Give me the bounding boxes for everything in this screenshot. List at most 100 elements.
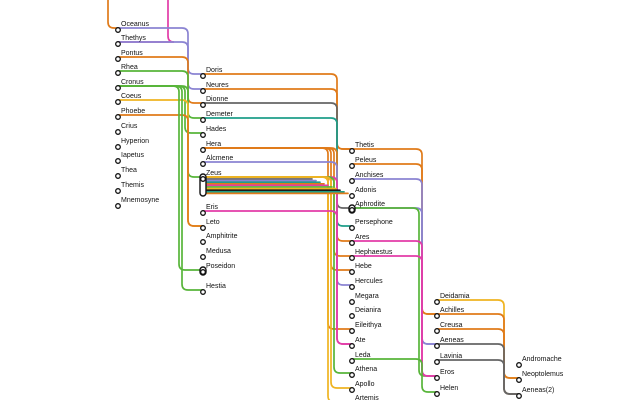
- node-athena[interactable]: Athena: [349, 366, 378, 378]
- node-label: Eris: [206, 204, 219, 211]
- node-lavinia[interactable]: Lavinia: [434, 353, 463, 365]
- node-thetis[interactable]: Thetis: [349, 142, 375, 154]
- node-label: Iapetus: [121, 152, 144, 159]
- node-hebe[interactable]: Hebe: [349, 263, 372, 275]
- node-ares[interactable]: Ares: [349, 234, 370, 246]
- node-marker: [115, 99, 121, 105]
- node-deidamia[interactable]: Deidamia: [434, 293, 470, 305]
- node-thethys[interactable]: Thethys: [115, 35, 147, 47]
- node-artemis[interactable]: Artemis: [350, 395, 380, 400]
- node-label: Oceanus: [121, 21, 150, 28]
- node-anchises[interactable]: Anchises: [349, 172, 384, 184]
- node-demeter[interactable]: Demeter: [200, 111, 234, 123]
- node-label: Anchises: [355, 172, 384, 179]
- node-marker: [516, 362, 522, 368]
- node-marker: [434, 391, 440, 397]
- node-marker: [200, 117, 206, 123]
- node-amphitrite[interactable]: Amphitrite: [200, 233, 238, 245]
- node-hades[interactable]: Hades: [200, 126, 227, 138]
- node-rhea[interactable]: Rhea: [115, 64, 138, 76]
- node-hera[interactable]: Hera: [200, 141, 222, 153]
- node-deianira[interactable]: Deianira: [349, 307, 381, 319]
- node-eris[interactable]: Eris: [200, 204, 219, 216]
- node-neures[interactable]: Neures: [200, 82, 229, 94]
- node-marker: [349, 225, 355, 231]
- links-layer: [107, 0, 520, 400]
- node-label: Crius: [121, 123, 138, 130]
- node-marker: [349, 148, 355, 154]
- node-label: Dionne: [206, 96, 228, 103]
- node-label: Adonis: [355, 187, 377, 194]
- node-label: Themis: [121, 182, 144, 189]
- node-label: Leto: [206, 219, 220, 226]
- node-label: Amphitrite: [206, 233, 238, 240]
- node-poseidon[interactable]: Poseidon: [200, 263, 236, 275]
- node-label: Artemis: [355, 395, 379, 400]
- node-pontus[interactable]: Pontus: [115, 50, 144, 62]
- node-coeus[interactable]: Coeus: [115, 93, 142, 105]
- node-hestia[interactable]: Hestia: [200, 283, 226, 295]
- node-marker: [434, 299, 440, 305]
- node-label: Rhea: [121, 64, 138, 71]
- node-eileithya[interactable]: Eileithya: [349, 322, 382, 334]
- node-aphrodite[interactable]: Aphrodite: [349, 201, 385, 213]
- node-marker: [200, 239, 206, 245]
- node-leda[interactable]: Leda: [349, 352, 371, 364]
- node-adonis[interactable]: Adonis: [349, 187, 377, 199]
- node-marker: [200, 269, 206, 275]
- node-oceanus[interactable]: Oceanus: [115, 21, 150, 33]
- node-label: Demeter: [206, 111, 234, 118]
- node-label: Eileithya: [355, 322, 382, 329]
- node-label: Cronus: [121, 79, 144, 86]
- node-iapetus[interactable]: Iapetus: [115, 152, 145, 164]
- node-medusa[interactable]: Medusa: [200, 248, 231, 260]
- node-alcmene[interactable]: Alcmene: [200, 155, 234, 167]
- node-hephaestus[interactable]: Hephaestus: [349, 249, 393, 261]
- node-eros[interactable]: Eros: [434, 369, 455, 381]
- node-marker: [115, 129, 121, 135]
- node-marker: [115, 173, 121, 179]
- node-leto[interactable]: Leto: [200, 219, 220, 231]
- node-doris[interactable]: Doris: [200, 67, 223, 79]
- node-hercules[interactable]: Hercules: [349, 278, 383, 290]
- node-label: Peleus: [355, 157, 377, 164]
- node-peleus[interactable]: Peleus: [349, 157, 377, 169]
- node-zeus[interactable]: Zeus: [200, 170, 222, 182]
- node-phoebe[interactable]: Phoebe: [115, 108, 146, 120]
- node-marker: [115, 188, 121, 194]
- node-persephone[interactable]: Persephone: [349, 219, 393, 231]
- link-top-oceanus: [107, 0, 119, 29]
- node-thea[interactable]: Thea: [115, 167, 137, 179]
- node-themis[interactable]: Themis: [115, 182, 145, 194]
- node-label: Aphrodite: [355, 201, 385, 208]
- node-marker: [115, 203, 121, 209]
- node-aeneas2[interactable]: Aeneas(2): [516, 387, 555, 399]
- node-label: Thea: [121, 167, 137, 174]
- node-achilles[interactable]: Achilles: [434, 307, 465, 319]
- node-mnemosyne[interactable]: Mnemosyne: [115, 197, 160, 209]
- node-helen[interactable]: Helen: [434, 385, 459, 397]
- node-ate[interactable]: Ate: [349, 337, 366, 349]
- node-marker: [349, 178, 355, 184]
- node-label: Apollo: [355, 381, 375, 388]
- node-label: Deidamia: [440, 293, 470, 300]
- node-marker: [349, 328, 355, 334]
- node-marker: [349, 372, 355, 378]
- node-marker: [349, 193, 355, 199]
- link-zeus-ate: [202, 176, 353, 345]
- node-marker: [349, 163, 355, 169]
- node-label: Alcmene: [206, 155, 233, 162]
- node-cronus[interactable]: Cronus: [115, 79, 144, 91]
- node-apollo[interactable]: Apollo: [349, 381, 375, 393]
- node-creusa[interactable]: Creusa: [434, 322, 463, 334]
- node-marker: [200, 176, 206, 182]
- node-crius[interactable]: Crius: [115, 123, 138, 135]
- node-neoptolemus[interactable]: Neoptolemus: [516, 371, 564, 383]
- node-hyperion[interactable]: Hyperion: [115, 138, 149, 150]
- node-megara[interactable]: Megara: [349, 293, 379, 305]
- node-dionne[interactable]: Dionne: [200, 96, 229, 108]
- node-marker: [434, 313, 440, 319]
- node-label: Hephaestus: [355, 249, 393, 256]
- node-andromache[interactable]: Andromache: [516, 356, 562, 368]
- node-aeneas[interactable]: Aeneas: [434, 337, 465, 349]
